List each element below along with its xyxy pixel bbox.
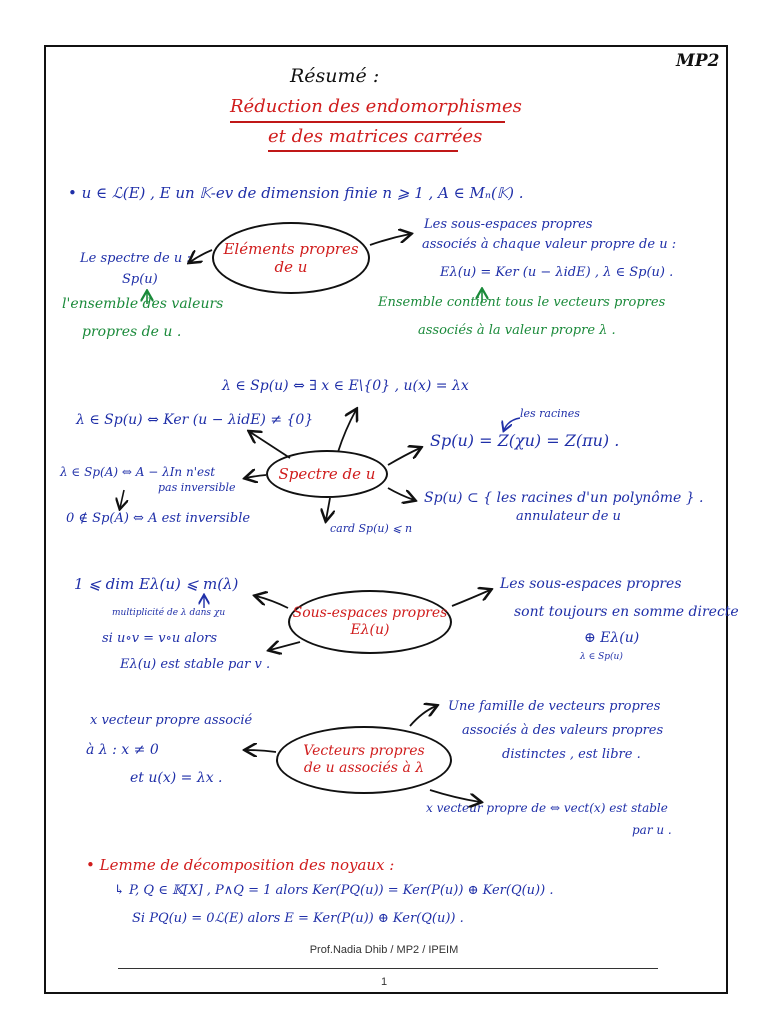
summary-heading: Résumé : [290, 65, 380, 87]
arrow-vectors-downright [429, 789, 480, 802]
arrow-matrix-down [120, 489, 124, 508]
stable-line-criterion: x vecteur propre de ⇔ vect(x) est stable [426, 801, 668, 815]
eigenspace-def-line2: associés à chaque valeur propre de u : [422, 237, 677, 252]
bubble-vecteurs: Vecteurs propres de u associés à λ [276, 726, 452, 794]
stable-line-criterion-2: par u . [632, 823, 672, 837]
arrow-spectre-up [337, 410, 356, 453]
title-underline-1 [230, 121, 505, 123]
spectrum-annulator-2: annulateur de u [516, 509, 621, 524]
corner-label: MP2 [676, 51, 720, 71]
bubble-sous-espaces-line2: Eλ(u) [350, 622, 390, 638]
invertibility-criterion: 0 ∉ Sp(A) ⇔ A est inversible [66, 511, 251, 526]
direct-sum-formula: ⊕ Eλ(u) [584, 630, 640, 646]
arrow-to-eigenspaces [369, 234, 410, 246]
bubble-elements-propres-line1: Eléments propres [223, 240, 359, 258]
spectrum-annulator-1: Sp(u) ⊂ { les racines d'un polynôme } . [424, 490, 704, 506]
family-line2: associés à des valeurs propres [462, 723, 664, 738]
bubble-vecteurs-line2: de u associés à λ [303, 760, 425, 776]
bubble-spectre: Spectre de u [266, 450, 388, 498]
kernel-lemma-line2: Si PQ(u) = 0ℒ(E) alors E = Ker(P(u)) ⊕ K… [132, 911, 464, 926]
family-line1: Une famille de vecteurs propres [448, 699, 661, 714]
roots-label: les racines [520, 407, 580, 420]
arrow-subspaces-left [256, 596, 289, 609]
bubble-spectre-label: Spectre de u [278, 465, 376, 483]
page-number: 1 [380, 976, 388, 988]
family-line3: distinctes , est libre . [502, 747, 641, 762]
card-spectrum: card Sp(u) ⩽ n [330, 522, 413, 535]
stability-statement: Eλ(u) est stable par v . [120, 657, 271, 672]
bubble-sous-espaces-line1: Sous-espaces propres [292, 605, 448, 622]
arrow-spectre-upleft [250, 432, 291, 459]
page-title-line2: et des matrices carrées [268, 126, 483, 147]
title-underline-2 [268, 150, 458, 152]
bubble-elements-propres-line2: de u [274, 258, 308, 276]
spectrum-def-line1: Le spectre de u : [80, 251, 191, 266]
arrow-subspaces-right [451, 590, 490, 607]
spectrum-char-1: λ ∈ Sp(u) ⇔ ∃ x ∈ E\{0} , u(x) = λx [222, 378, 469, 394]
eigenspace-def-line5: associés à la valeur propre λ . [418, 323, 616, 338]
arrow-spectre-down [326, 497, 330, 520]
kernel-lemma-heading: • Lemme de décomposition des noyaux : [86, 856, 395, 874]
eigenvector-def-line2: à λ : x ≠ 0 [86, 742, 159, 758]
arrow-roots-label [504, 417, 521, 430]
spectrum-def-line4: propres de u . [82, 324, 182, 340]
spectrum-def-line3: l'ensemble des valeurs [62, 296, 224, 312]
bubble-elements-propres: Eléments propres de u [212, 222, 370, 294]
footer-author: Prof.Nadia Dhib / MP2 / IPEIM [309, 944, 459, 956]
intro-line: • u ∈ ℒ(E) , E un 𝕂-ev de dimension fini… [68, 184, 524, 202]
arrow-vectors-left [246, 750, 277, 752]
arrow-spectre-right [387, 448, 420, 466]
arrow-spectre-left [246, 475, 267, 478]
matrix-spectrum-1: λ ∈ Sp(A) ⇔ A − λIn n'est [60, 465, 216, 479]
arrow-spectre-rightdown [387, 487, 414, 500]
eigenvector-def-line1: x vecteur propre associé [90, 713, 253, 728]
arrow-to-spectrum [190, 249, 213, 262]
direct-sum-line1: Les sous-espaces propres [500, 576, 682, 592]
bubble-vecteurs-line1: Vecteurs propres [303, 743, 425, 760]
page-border [44, 45, 728, 994]
footer-rule [118, 968, 658, 969]
direct-sum-line2: sont toujours en somme directe [514, 604, 739, 620]
kernel-lemma-line1: ↳ P, Q ∈ 𝕂[X] , P∧Q = 1 alors Ker(PQ(u))… [114, 883, 554, 898]
eigenspace-def-line1: Les sous-espaces propres [424, 217, 593, 232]
matrix-spectrum-2: pas inversible [158, 481, 236, 494]
eigenspace-def-line3: Eλ(u) = Ker (u − λidE) , λ ∈ Sp(u) . [440, 265, 674, 280]
spectrum-char-2: λ ∈ Sp(u) ⇔ Ker (u − λidE) ≠ {0} [76, 412, 314, 428]
arrow-vectors-upright [409, 706, 436, 727]
arrow-subspaces-downleft [270, 642, 301, 650]
page-title-line1: Réduction des endomorphismes [230, 96, 522, 117]
spectrum-def-line2: Sp(u) [122, 272, 158, 287]
eigenvector-def-line3: et u(x) = λx . [130, 770, 223, 786]
eigenspace-def-line4: Ensemble contient tous le vecteurs propr… [378, 295, 666, 310]
bubble-sous-espaces: Sous-espaces propres Eλ(u) [288, 590, 452, 654]
multiplicity-note: multiplicité de λ dans χu [112, 608, 226, 618]
direct-sum-index: λ ∈ Sp(u) [580, 652, 623, 662]
commuting-condition: si u∘v = v∘u alors [102, 631, 218, 646]
spectrum-roots: Sp(u) = Z(χu) = Z(πu) . [430, 431, 620, 450]
dimension-bound: 1 ⩽ dim Eλ(u) ⩽ m(λ) [74, 575, 239, 593]
